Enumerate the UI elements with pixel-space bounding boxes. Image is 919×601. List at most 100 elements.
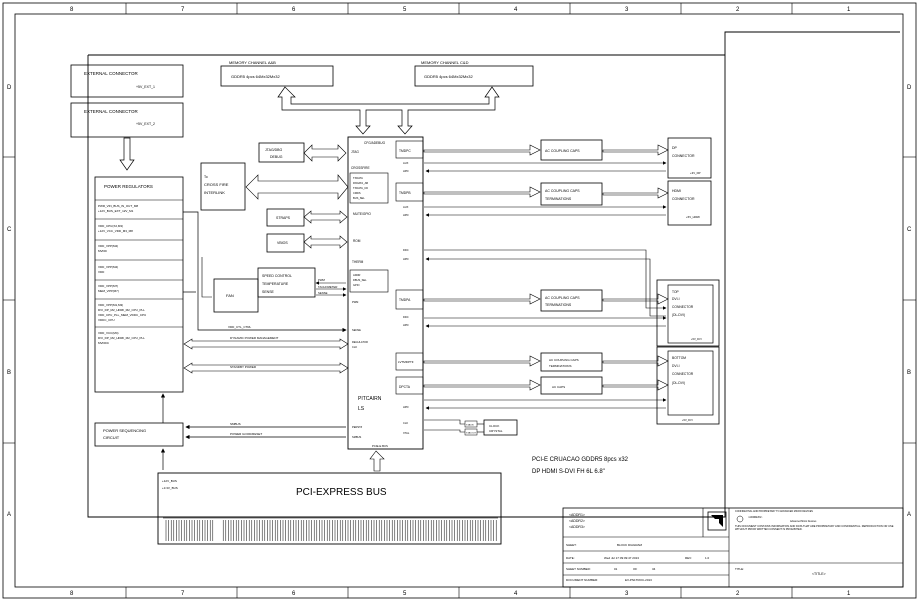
dpcta-block xyxy=(395,376,424,395)
straps-label: STRAPS xyxy=(276,216,291,220)
top-dvi-label: TOP xyxy=(672,290,680,294)
power-row-text: DVI_DP_M2_HDMI_M2_CPU_PLL xyxy=(98,308,145,312)
power-row-text: MEM_VPP(M7) xyxy=(98,289,119,293)
top-dvi-label-4: (DL-DVI) xyxy=(672,313,685,317)
gpu-bottom-label: PCIE-E BUS xyxy=(372,444,388,448)
row-label-right: B xyxy=(907,370,911,376)
tmdpa-out-arrow xyxy=(423,293,541,305)
fan-sense-label: SENSE xyxy=(318,291,328,295)
pcie-bus-sub-2: +3.3V_BUS xyxy=(162,486,178,490)
bottom-dvi-arrow-1 xyxy=(602,355,669,367)
power-row-text: VDD_VCC(M4) xyxy=(98,331,119,335)
pcie-to-gpu-arrow xyxy=(369,450,385,472)
fan-power-line xyxy=(201,257,212,298)
col-label-top: 5 xyxy=(403,7,407,13)
gpu-xfire-pin: BUS_SEL xyxy=(353,196,365,200)
address-line-1: <ADDR1> xyxy=(569,513,585,517)
external-connector-1-label: EXTERNAL CONNECTOR xyxy=(84,71,139,76)
address-line-2: <ADDR2> xyxy=(569,519,585,523)
memory-bus-arrow xyxy=(277,86,500,135)
vdd-ctl-line xyxy=(183,211,347,333)
pcie-fingers xyxy=(163,517,498,541)
top-dvi-connector xyxy=(667,284,714,344)
document-number-label: DOCUMENT NUMBER: xyxy=(566,578,598,582)
bottom-dvi-label-2: DVI-I xyxy=(672,364,680,368)
ext-to-power-arrow xyxy=(119,137,135,171)
vbios-label: VBIOS xyxy=(277,241,288,245)
col-label-bottom: 3 xyxy=(625,591,629,597)
gpu-jtag-pin: JTAG xyxy=(351,150,359,154)
gpu-right-pin: AUX xyxy=(403,161,409,165)
col-label-bottom: 7 xyxy=(181,591,185,597)
gpu-gpio-pin: MUTE/GPIO xyxy=(353,212,371,216)
legal-line-1: CONFIDENTIAL AND PROPRIETARY TO ADVANCED… xyxy=(735,510,813,513)
gpu-smbus-pin: SMBUS xyxy=(352,435,361,439)
tmdpb-label: TMDPB xyxy=(399,191,411,195)
standby-power-label: STANDBY POWER xyxy=(230,365,257,369)
power-row-text: MVDDC xyxy=(98,341,110,345)
dpcta-out-arrow xyxy=(423,379,541,391)
gpu-right-pin: AUX xyxy=(403,205,409,209)
gpu-top-label: CFG/ADEBUG xyxy=(364,141,386,145)
summary-line-1: PCI-E CRUACAO GDDR5 8pcs x32 xyxy=(532,457,629,463)
pcie-bus-sub: +12V_BUS xyxy=(162,479,177,483)
tmdpc-label: TMDPC xyxy=(399,149,411,153)
power-row-text: VDD_VPP(M4) xyxy=(98,244,118,248)
coupling-caps-3 xyxy=(540,289,603,312)
top-dvi-label-2: DVI-I xyxy=(672,297,680,301)
col-label-top: 3 xyxy=(625,7,629,13)
top-dvi-label-3: CONNECTOR xyxy=(672,305,694,309)
vdd-ctl-label: VDD_CTL_CTRL xyxy=(228,325,252,329)
col-label-top: 4 xyxy=(514,7,518,13)
power-regulators xyxy=(94,176,184,393)
pcie-bus xyxy=(157,472,502,545)
copyright-icon xyxy=(736,515,744,523)
coupling-4-label: AC COUPLING CAPS xyxy=(549,358,579,362)
title-label: TITLE: xyxy=(735,567,744,571)
speed-label-3: SENSE xyxy=(262,290,275,294)
power-regulators-title: POWER REGULATORS xyxy=(104,184,153,189)
col-label-bottom: 6 xyxy=(292,591,296,597)
bottom-dvi-connector xyxy=(667,350,714,416)
jtag-arrow xyxy=(303,144,347,162)
memory-cd-text: GDDR5 4pcs 64Mx32Mx32 xyxy=(424,74,473,79)
gpu-therm-sub: GPIO xyxy=(353,283,360,287)
rev-value: 1.0 xyxy=(705,556,710,560)
gpu-rom-pin: ROM xyxy=(353,239,361,243)
crossfire-label: CROSS FIRE xyxy=(204,182,229,187)
gpu-right-pin: HPD xyxy=(403,405,409,409)
gpu-reg-pin: REGULATOR xyxy=(352,340,368,344)
aux-lines xyxy=(424,161,667,410)
power-sequencing-label-2: CIRCUIT xyxy=(103,435,120,440)
coupling-3-label-b: TERMINATIONS xyxy=(545,303,572,307)
power-row-text: +12V_VCC_VDD_M3_M8 xyxy=(98,229,133,233)
coupling-4-label-b: TERMINATIONS xyxy=(549,364,571,368)
smbus-label: SMBUS xyxy=(230,422,241,426)
gpu-xfire-pin: CMDS xyxy=(353,191,361,195)
dp-connector xyxy=(667,137,712,179)
legal-body-wrap: THIS DOCUMENT CONTAINS INFORMATION AND D… xyxy=(735,525,893,531)
row-label-left: D xyxy=(7,85,12,91)
sheet-value: BLOCK DIAGRAM xyxy=(617,543,643,547)
tmdpc-out-arrow xyxy=(423,144,541,156)
clock-lines xyxy=(424,419,484,433)
power-row-text: VDD xyxy=(98,270,105,274)
xtal-in-label: XTALIN xyxy=(466,424,474,427)
summary-line-2: DP HDMI S-DVI FH 6L 6.8" xyxy=(532,469,605,475)
external-connector-2-label: EXTERNAL CONNECTOR xyxy=(84,109,139,114)
coupling-3-label: AC COUPLING CAPS xyxy=(545,296,580,300)
top-dvi-outer xyxy=(656,279,720,347)
gpu-therm-pin: THERM xyxy=(352,260,364,264)
tmdpc-block xyxy=(395,140,424,159)
col-label-bottom: 5 xyxy=(403,591,407,597)
coupling-2-label-b: TERMINATIONS xyxy=(545,197,572,201)
speed-control-block xyxy=(257,267,316,298)
tmdpb-out-arrow xyxy=(423,186,541,198)
fan-tach-label: TACHOMETER xyxy=(318,285,337,289)
bottom-dvi-outer xyxy=(656,346,720,425)
external-connector-1-sub: +5V_EXT_1 xyxy=(136,85,155,89)
sheet-number: 01 xyxy=(614,567,618,571)
straps-block xyxy=(266,208,305,227)
power-row-text: +12V_BUS_EXT_12V_M1 xyxy=(98,209,134,213)
gpu-right-pin: HPD xyxy=(403,169,409,173)
